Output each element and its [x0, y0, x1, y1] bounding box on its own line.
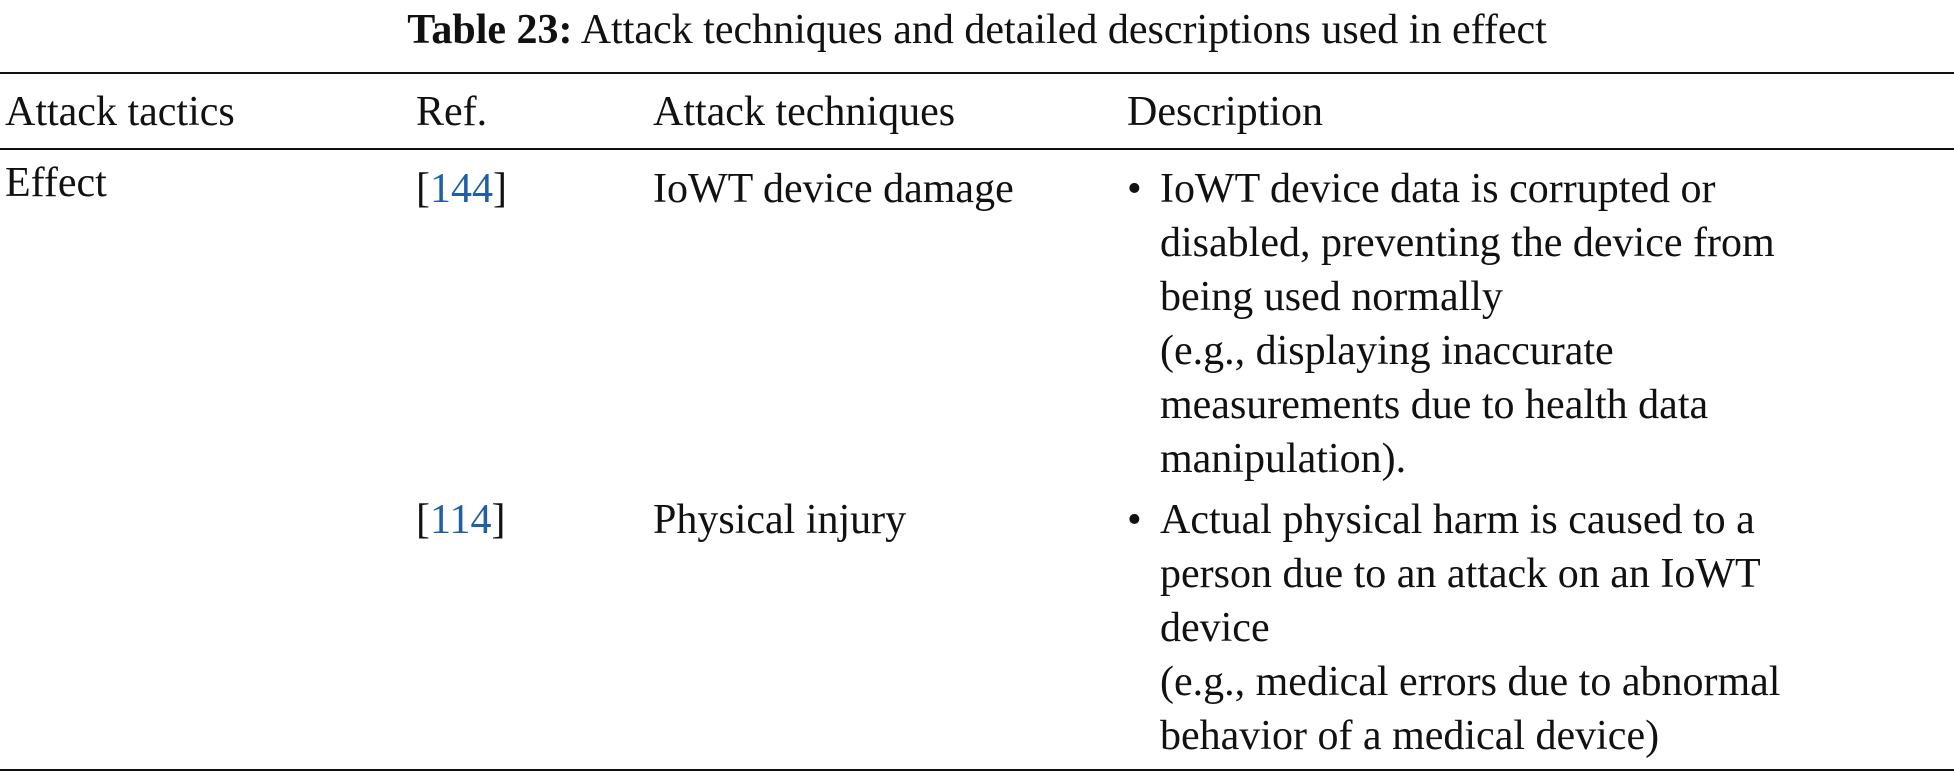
ref-citation: [114] [416, 497, 506, 543]
description-line: disabled, preventing the device from [1160, 220, 1775, 266]
header-attack-techniques: Attack techniques [653, 89, 956, 135]
description-line: manipulation). [1160, 436, 1407, 482]
bullet-marker: • [1127, 497, 1142, 543]
table-caption-label: Table 23: [407, 7, 573, 53]
table-caption: Table 23: Attack techniques and detailed… [0, 5, 1954, 55]
ref-link[interactable]: 114 [430, 497, 492, 543]
technique-name: Physical injury [653, 497, 907, 543]
bullet-marker: • [1127, 166, 1142, 212]
description-line: IoWT device data is corrupted or [1160, 166, 1716, 212]
description-line: Actual physical harm is caused to a [1160, 497, 1755, 543]
header-description: Description [1127, 89, 1323, 135]
technique-name: IoWT device damage [653, 166, 1014, 212]
description-line: behavior of a medical device) [1160, 713, 1660, 759]
description-line: (e.g., medical errors due to abnormal [1160, 659, 1781, 705]
tactic-effect: Effect [5, 160, 107, 206]
technique-description: IoWT device data is corrupted or disable… [1160, 162, 1950, 486]
description-line: device [1160, 605, 1270, 651]
table-caption-text: Attack techniques and detailed descripti… [580, 7, 1547, 53]
description-line: person due to an attack on an IoWT [1160, 551, 1761, 597]
description-line: measurements due to health data [1160, 382, 1709, 428]
ref-link[interactable]: 144 [430, 166, 493, 212]
description-line: being used normally [1160, 274, 1503, 320]
bottom-rule [0, 769, 1954, 771]
header-ref: Ref. [416, 89, 488, 135]
header-rule [0, 148, 1954, 150]
technique-description: Actual physical harm is caused to a pers… [1160, 493, 1950, 763]
description-line: (e.g., displaying inaccurate [1160, 328, 1614, 374]
top-rule [0, 72, 1954, 74]
header-attack-tactics: Attack tactics [5, 89, 235, 135]
ref-citation: [144] [416, 166, 507, 212]
